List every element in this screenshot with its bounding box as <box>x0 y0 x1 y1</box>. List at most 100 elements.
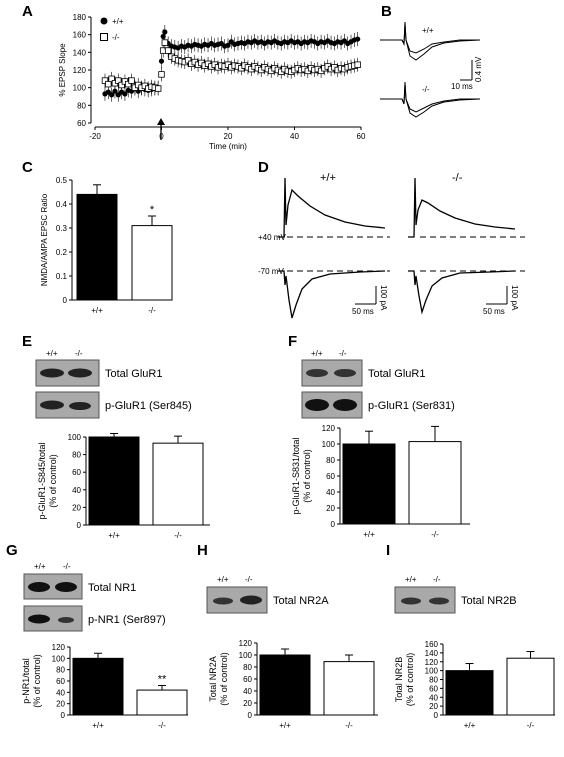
y-axis-label: p-GluR1-S831/total <box>291 437 301 514</box>
y-axis-label-unit: (% of control) <box>32 654 42 708</box>
y-tick-label: 80 <box>77 101 86 110</box>
y-tick-label: 100 <box>68 433 82 442</box>
panel-label-c: C <box>22 159 33 176</box>
y-axis-label-unit: (% of control) <box>219 652 229 706</box>
y-tick-label: 140 <box>73 48 87 57</box>
y-axis-label-unit: (% of control) <box>405 653 415 707</box>
y-tick-label: 0 <box>77 521 82 530</box>
bar-ko <box>408 441 462 525</box>
y-tick-label: 60 <box>77 119 86 128</box>
y-tick-label: 80 <box>56 666 65 675</box>
y-axis-label: Total NR2A <box>208 656 218 702</box>
legend-label-wt: +/+ <box>112 17 124 26</box>
category-label: +/+ <box>464 721 476 730</box>
bar-wt <box>88 436 140 526</box>
y-tick-label: 0 <box>63 296 68 305</box>
panel-label-f: F <box>288 333 297 350</box>
category-label: +/+ <box>92 721 104 730</box>
y-axis-label: NMDA/AMPA EPSC Ratio <box>40 193 49 286</box>
panel-label-d: D <box>258 159 269 176</box>
y-axis-label: Total NR2B <box>394 657 404 703</box>
blot-f-lane-ko: -/- <box>339 349 347 358</box>
category-label: -/- <box>174 531 182 540</box>
bar-wt <box>445 670 494 716</box>
blot-g-lane-ko: -/- <box>63 562 71 571</box>
y-tick-label: 100 <box>425 667 439 676</box>
category-label: +/+ <box>91 306 103 315</box>
data-point-ko <box>115 77 122 84</box>
scale-label-ms-ko: 50 ms <box>483 307 505 316</box>
panel-label-b: B <box>381 3 392 20</box>
blot-f-label-total: Total GluR1 <box>368 368 425 380</box>
bar-ko <box>131 225 173 301</box>
data-point-wt <box>158 58 165 64</box>
blot-i-lane-wt: +/+ <box>405 575 417 584</box>
y-tick-label: 20 <box>429 702 438 711</box>
data-point-wt <box>109 92 115 98</box>
y-tick-label: 20 <box>243 699 252 708</box>
y-axis-label: p-NR1/total <box>21 658 31 704</box>
epsc-label-ko: -/- <box>452 172 463 184</box>
blot-h-lane-wt: +/+ <box>217 575 229 584</box>
legend-label-ko: -/- <box>112 33 120 42</box>
blot-e-label-phospho: p-GluR1 (Ser845) <box>105 400 192 412</box>
panel-label-a: A <box>22 3 33 20</box>
legend-marker-ko <box>100 33 108 41</box>
y-tick-label: 120 <box>322 424 336 433</box>
chart-f-ser831: 020406080100120+/+-/-p-GluR1-S831/total(… <box>291 424 470 539</box>
blot-i-total <box>394 586 456 614</box>
panel-label-i: I <box>386 542 390 559</box>
y-tick-label: 0.4 <box>56 200 68 209</box>
y-tick-label: 80 <box>326 456 335 465</box>
data-point-wt <box>112 88 118 94</box>
blot-g-phospho <box>23 605 83 632</box>
significance-marker: ** <box>158 674 167 686</box>
bar-ko <box>152 442 204 526</box>
category-label: -/- <box>345 721 353 730</box>
data-point-wt <box>162 29 168 35</box>
epsp-trace-ko <box>380 81 481 118</box>
y-tick-label: 100 <box>52 654 66 663</box>
blot-e-total <box>35 359 100 387</box>
y-tick-label: 0 <box>61 711 66 720</box>
data-point-ko <box>105 80 112 88</box>
y-tick-label: 40 <box>429 693 438 702</box>
bar-ko <box>506 657 555 716</box>
y-tick-label: 120 <box>52 643 66 652</box>
y-tick-label: 0 <box>248 711 253 720</box>
y-axis-label-unit: (% of control) <box>48 454 58 508</box>
data-point-ko <box>161 39 169 46</box>
x-axis-label: Time (min) <box>209 142 247 151</box>
epsc-traces-wt <box>278 177 390 319</box>
y-tick-label: 40 <box>326 488 335 497</box>
scale-bar-d-ko: 100 pA 50 ms <box>483 285 519 316</box>
blot-i-lane-ko: -/- <box>433 575 441 584</box>
y-tick-label: 20 <box>72 503 81 512</box>
y-tick-label: 60 <box>72 468 81 477</box>
data-point-wt <box>160 33 166 40</box>
significance-marker: * <box>150 204 155 216</box>
data-point-ko <box>184 57 192 64</box>
blot-i-label-total: Total NR2B <box>461 595 517 607</box>
y-tick-label: 160 <box>73 31 87 40</box>
chart-c-nmda-ampa: 00.10.20.30.40.5+/+-/-*NMDA/AMPA EPSC Ra… <box>40 176 173 315</box>
category-label: +/+ <box>363 530 375 539</box>
scale-label-mv: 0.4 mV <box>474 56 483 82</box>
y-tick-label: 40 <box>243 687 252 696</box>
y-axis-label: % EPSP Slope <box>58 43 67 97</box>
y-tick-label: 0.1 <box>56 272 68 281</box>
y-tick-label: 60 <box>429 684 438 693</box>
y-tick-label: 100 <box>322 440 336 449</box>
y-tick-label: 120 <box>425 658 439 667</box>
scale-bar-b: 0.4 mV 10 ms <box>451 56 483 91</box>
category-label: -/- <box>527 721 535 730</box>
x-tick-label: -20 <box>89 132 101 141</box>
blot-f-lane-wt: +/+ <box>311 349 323 358</box>
y-tick-label: 20 <box>56 700 65 709</box>
blot-h-lane-ko: -/- <box>245 575 253 584</box>
blot-e-label-total: Total GluR1 <box>105 368 162 380</box>
